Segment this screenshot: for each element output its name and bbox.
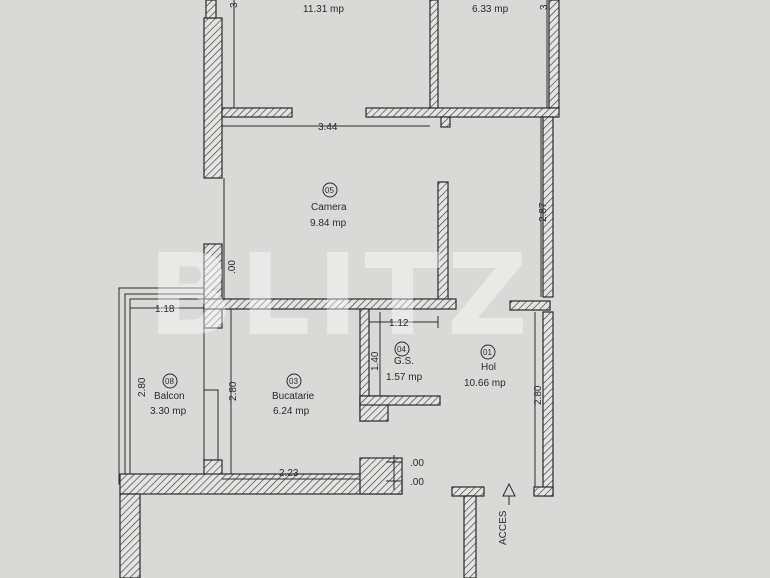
- hol-area: 10.66 mp: [464, 378, 506, 389]
- bucatarie-number: 03: [289, 377, 298, 386]
- dim-112: 1.12: [389, 318, 409, 329]
- balcon-number-circle: [162, 373, 178, 389]
- wall-lower-left: [119, 493, 141, 578]
- walls: [118, 0, 560, 578]
- wall-entrance-jamb: [463, 495, 477, 578]
- dim-00-left: .00: [227, 260, 238, 274]
- gs-number: 04: [397, 345, 406, 354]
- balcon-name: Balcon: [154, 391, 185, 402]
- balcon-number: 08: [165, 377, 174, 386]
- bucatarie-area: 6.24 mp: [273, 406, 310, 417]
- gs-area: 1.57 mp: [386, 372, 423, 383]
- wall-right-lower-foot: [533, 486, 554, 497]
- dim-280-kitchen: 2.80: [228, 381, 239, 401]
- wall-top-rooms-bottom-right: [365, 107, 560, 118]
- dim-00-b: .00: [410, 477, 424, 488]
- wall-top-stub: [205, 0, 217, 19]
- gs-name: G.S.: [394, 356, 414, 367]
- dim-118: 1.18: [155, 304, 175, 315]
- entrance-arrow-icon: [502, 482, 516, 497]
- wall-right-middle: [542, 116, 554, 298]
- balcon-window-frame: [203, 389, 219, 465]
- dim-223: 2.23: [279, 468, 299, 479]
- dimension-lines: [130, 0, 548, 490]
- dim-280-balcon: 2.80: [137, 377, 148, 397]
- wall-gs-bottom: [359, 395, 441, 406]
- dim-287: 2.87: [538, 202, 549, 222]
- wall-right-top: [548, 0, 560, 109]
- wall-top-rooms-bottom-left: [221, 107, 293, 118]
- entrance-label: ACCES: [498, 510, 509, 545]
- bucatarie-number-circle: [286, 373, 302, 389]
- watermark: BLITZ: [148, 231, 534, 361]
- entrance-marker: ACCES: [498, 482, 516, 545]
- wall-door-jamb: [440, 116, 451, 128]
- camera-number-circle: [322, 182, 338, 198]
- camera-area: 9.84 mp: [310, 218, 347, 229]
- wall-top-divider: [429, 0, 439, 109]
- wall-left-upper: [203, 17, 223, 179]
- wall-entrance-jamb-top: [451, 486, 485, 497]
- room-labels: 11.31 mp 6.33 mp 05 Camera 9.84 mp 04 G.…: [150, 4, 509, 417]
- wall-hol-stub: [509, 300, 551, 311]
- dim-00-a: .00: [410, 458, 424, 469]
- dim-280-hol: 2.80: [533, 385, 544, 405]
- hol-name: Hol: [481, 362, 496, 373]
- dimension-labels: 3.44 2.87 .00 1.18 1.12 1.40 2.80 2.80 2…: [137, 2, 550, 488]
- bucatarie-name: Bucatarie: [272, 391, 315, 402]
- top-right-area: 6.33 mp: [472, 4, 509, 15]
- hol-number: 01: [483, 348, 492, 357]
- camera-number: 05: [325, 186, 334, 195]
- balcon-area: 3.30 mp: [150, 406, 187, 417]
- dim-top-right: 3: [539, 4, 550, 10]
- wall-right-lower: [542, 311, 554, 497]
- dim-140: 1.40: [370, 351, 381, 371]
- hol-number-circle: [480, 344, 496, 360]
- dim-top-left: 3: [229, 2, 240, 8]
- gs-number-circle: [394, 341, 410, 357]
- camera-name: Camera: [311, 202, 347, 213]
- dim-344: 3.44: [318, 122, 338, 133]
- top-left-area: 11.31 mp: [303, 4, 344, 15]
- wall-kitchen-step: [359, 457, 403, 495]
